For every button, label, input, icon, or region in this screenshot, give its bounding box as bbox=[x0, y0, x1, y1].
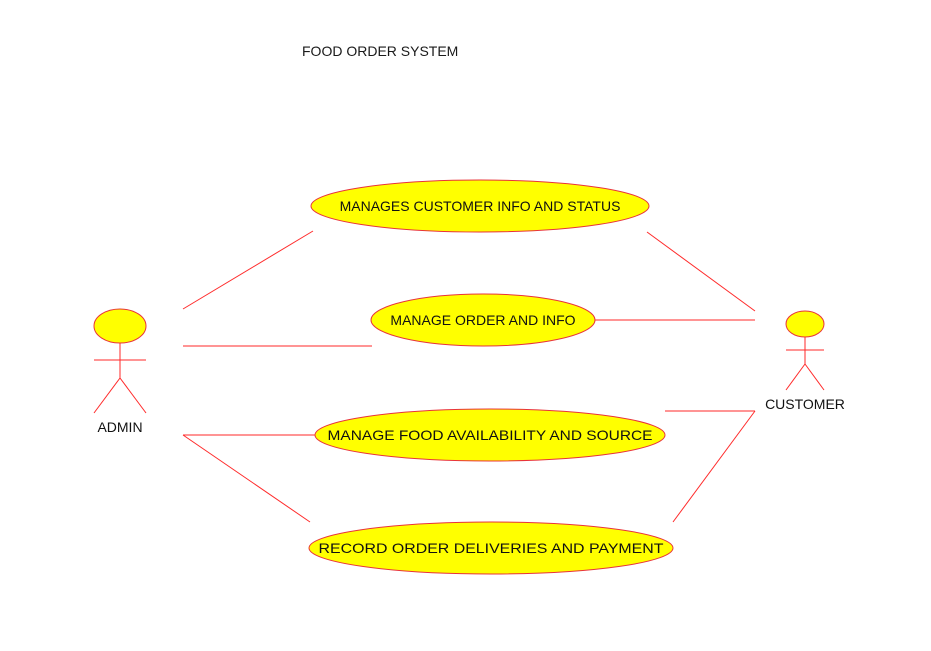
usecase-manage-food-shape bbox=[314, 408, 666, 462]
usecase-manage-food: MANAGE FOOD AVAILABILITY AND SOURCE bbox=[314, 408, 666, 462]
actor-customer-left-leg bbox=[785, 363, 806, 391]
actor-customer-label: CUSTOMER bbox=[765, 396, 845, 412]
actor-admin-label: ADMIN bbox=[97, 419, 142, 435]
actor-admin-left-leg bbox=[93, 377, 121, 414]
assoc-admin-manage-customer bbox=[182, 230, 314, 310]
associations bbox=[182, 230, 756, 523]
assoc-customer-manage-customer bbox=[646, 231, 756, 312]
usecase-manage-order-shape bbox=[370, 293, 596, 347]
usecase-manage-customer-shape bbox=[310, 179, 650, 233]
usecase-record-delivery: RECORD ORDER DELIVERIES AND PAYMENT bbox=[308, 521, 674, 575]
diagram-title: FOOD ORDER SYSTEM bbox=[302, 43, 459, 59]
assoc-admin-record-delivery bbox=[182, 434, 311, 523]
usecase-manage-order-label: MANAGE ORDER AND INFO bbox=[390, 312, 575, 328]
actor-customer: CUSTOMER bbox=[765, 310, 845, 412]
usecase-manage-customer-label: MANAGES CUSTOMER INFO AND STATUS bbox=[340, 198, 621, 214]
actor-admin-right-leg bbox=[119, 377, 147, 414]
usecase-manage-food-label: MANAGE FOOD AVAILABILITY AND SOURCE bbox=[328, 427, 653, 443]
actor-customer-head bbox=[785, 310, 825, 338]
assoc-customer-record-delivery bbox=[672, 410, 756, 523]
actor-customer-right-leg bbox=[804, 363, 825, 391]
usecase-manage-customer: MANAGES CUSTOMER INFO AND STATUS bbox=[310, 179, 650, 233]
usecase-record-delivery-shape bbox=[308, 521, 674, 575]
usecase-manage-order: MANAGE ORDER AND INFO bbox=[370, 293, 596, 347]
actor-admin-head bbox=[93, 308, 147, 344]
usecase-record-delivery-label: RECORD ORDER DELIVERIES AND PAYMENT bbox=[319, 540, 664, 556]
actor-admin: ADMIN bbox=[93, 308, 147, 435]
